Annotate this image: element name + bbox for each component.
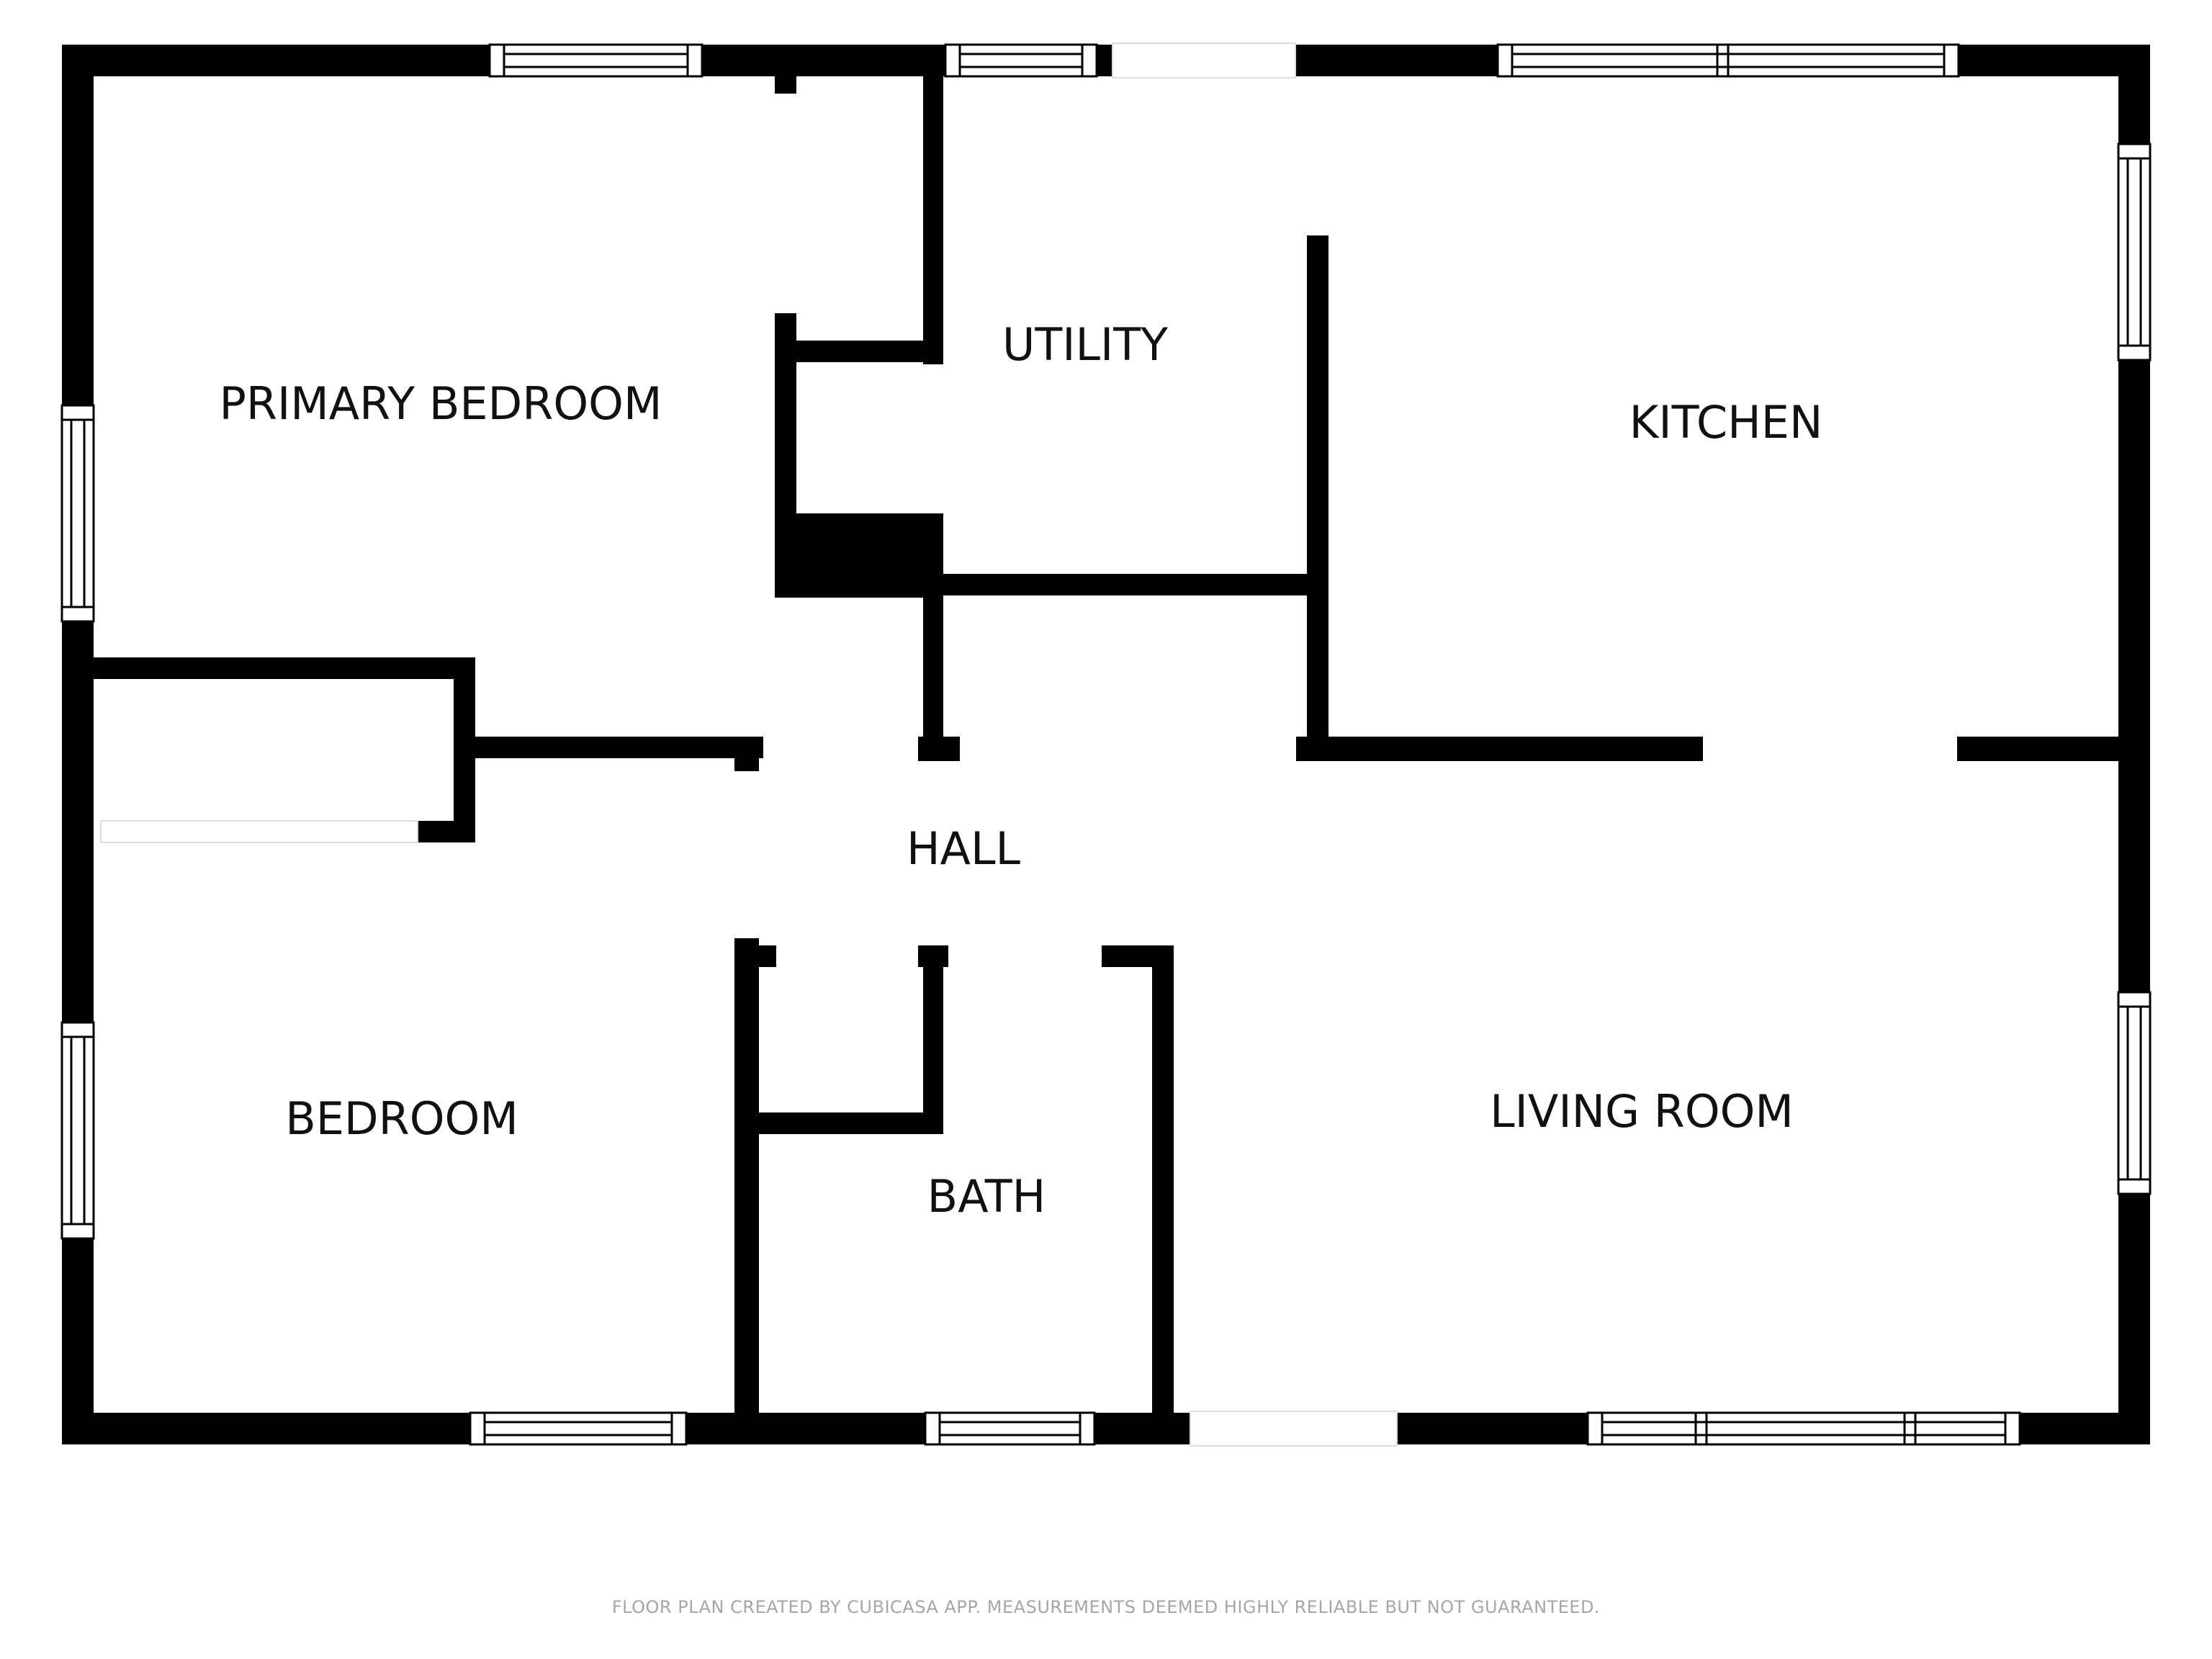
window-primary-bedroom-left bbox=[60, 404, 95, 623]
windows bbox=[60, 43, 2152, 1446]
label-bedroom: BEDROOM bbox=[285, 1092, 518, 1145]
exterior-walls bbox=[62, 45, 2150, 1444]
interior-walls bbox=[94, 76, 2118, 1413]
label-utility: UTILITY bbox=[1002, 318, 1168, 371]
front-top-opening bbox=[1112, 42, 1296, 78]
label-primary-bedroom: PRIMARY BEDROOM bbox=[220, 377, 662, 430]
label-kitchen: KITCHEN bbox=[1629, 396, 1823, 449]
window-living-room-right bbox=[2117, 991, 2152, 1195]
label-hall: HALL bbox=[907, 822, 1021, 875]
window-living-room-bottom bbox=[1586, 1411, 2021, 1446]
window-kitchen-top bbox=[1496, 43, 1960, 78]
rear-bottom-opening bbox=[1190, 1411, 1398, 1447]
label-living-room: LIVING ROOM bbox=[1490, 1085, 1794, 1138]
window-bath-bottom bbox=[924, 1411, 1096, 1446]
window-kitchen-right bbox=[2117, 143, 2152, 361]
window-primary-bedroom-top bbox=[488, 43, 703, 78]
window-bedroom-bottom bbox=[469, 1411, 688, 1446]
window-bedroom-left bbox=[60, 1021, 95, 1240]
window-utility-top bbox=[944, 43, 1098, 78]
footer-disclaimer: FLOOR PLAN CREATED BY CUBICASA APP. MEAS… bbox=[612, 1597, 1600, 1617]
label-bath: BATH bbox=[927, 1170, 1046, 1223]
room-labels: PRIMARY BEDROOM UTILITY KITCHEN HALL BED… bbox=[220, 318, 1823, 1223]
exterior-openings bbox=[1112, 42, 1398, 1447]
